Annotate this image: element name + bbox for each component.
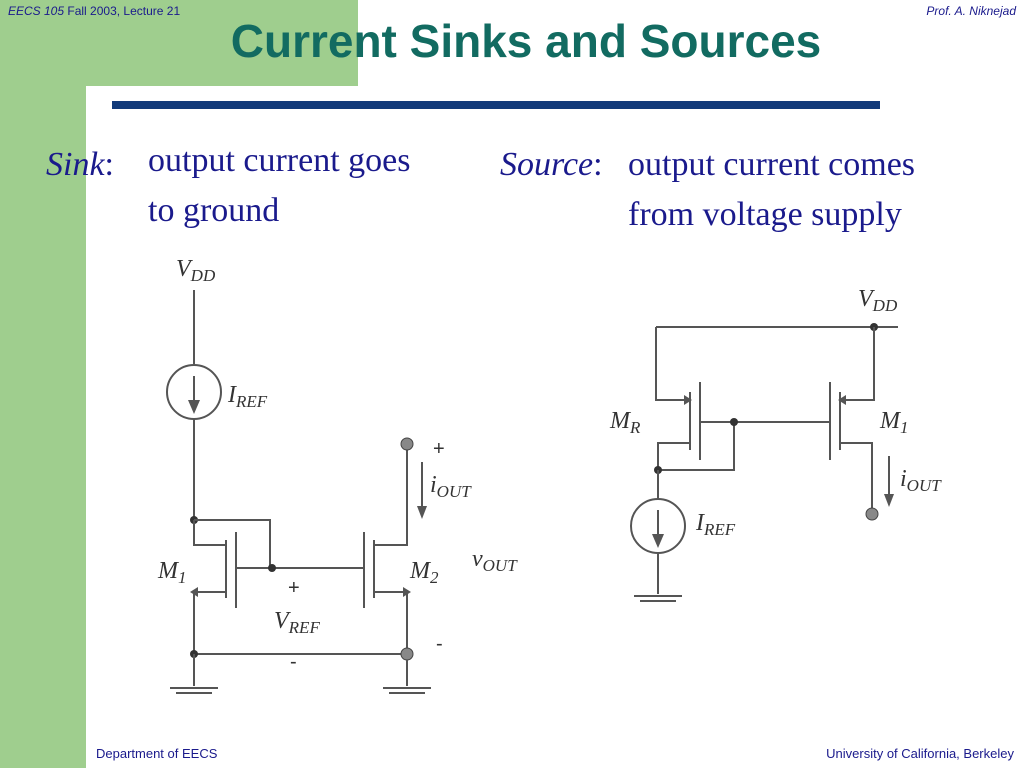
source-iref-label: IREF bbox=[695, 510, 736, 539]
source-line-2: from voltage supply bbox=[628, 196, 902, 233]
sink-minus-bottom: - bbox=[436, 633, 443, 655]
source-m1-drain bbox=[840, 442, 873, 509]
sink-vout-label: vOUT bbox=[472, 546, 518, 575]
sink-m2-arrow bbox=[403, 587, 411, 597]
header-course-info: EECS 105 Fall 2003, Lecture 21 bbox=[8, 4, 180, 18]
left-sidebar-band bbox=[0, 0, 86, 768]
sink-vref-label: VREF bbox=[274, 608, 320, 637]
sink-m2-source bbox=[374, 591, 408, 654]
sink-m1-arrow bbox=[190, 587, 198, 597]
sink-m2-drain bbox=[374, 446, 408, 546]
sink-m1-source bbox=[193, 591, 226, 654]
source-mr-label: MR bbox=[609, 408, 641, 437]
sink-gate-drain-short bbox=[194, 519, 271, 568]
source-iref-arrow-head bbox=[652, 534, 664, 548]
sink-m2-label: M2 bbox=[409, 558, 439, 587]
source-term: Source: bbox=[500, 140, 603, 190]
sink-iref-arrow-head bbox=[188, 400, 200, 414]
source-iout-arrow-head bbox=[884, 494, 894, 507]
sink-vref-plus: + bbox=[288, 577, 300, 599]
source-description: output current comes from voltage supply bbox=[628, 140, 998, 240]
sink-iref-label: IREF bbox=[227, 382, 268, 411]
sink-vdd-label: VDD bbox=[176, 256, 216, 285]
sink-output-terminal bbox=[400, 437, 414, 451]
source-mr-drain bbox=[657, 442, 690, 470]
source-colon: : bbox=[593, 146, 603, 183]
sink-line-1: output current goes bbox=[148, 142, 411, 179]
footer-department: Department of EECS bbox=[96, 746, 218, 761]
header-band bbox=[0, 0, 358, 86]
source-mr-gate-short bbox=[658, 422, 735, 471]
sink-m1-label: M1 bbox=[157, 558, 187, 587]
sink-iout-label: iOUT bbox=[430, 472, 472, 501]
term-lecture: Fall 2003, Lecture 21 bbox=[64, 4, 181, 18]
sink-line-2: to ground bbox=[148, 192, 280, 229]
footer-university: University of California, Berkeley bbox=[826, 746, 1014, 761]
source-mr-source-wire bbox=[655, 327, 690, 401]
header-author: Prof. A. Niknejad bbox=[926, 4, 1016, 18]
slide-title: Current Sinks and Sources bbox=[230, 15, 822, 67]
title-underline bbox=[112, 101, 880, 109]
source-vdd-label: VDD bbox=[858, 286, 898, 315]
sink-vref-minus: - bbox=[290, 651, 297, 673]
sink-gate-node bbox=[268, 564, 276, 572]
sink-iout-arrow-head bbox=[417, 506, 427, 519]
sink-colon: : bbox=[104, 146, 114, 183]
source-term-word: Source bbox=[500, 146, 594, 183]
source-mr-arrow bbox=[684, 395, 692, 405]
sink-term: Sink: bbox=[46, 140, 114, 190]
source-output-terminal bbox=[865, 507, 879, 521]
source-line-1: output current comes bbox=[628, 146, 916, 183]
sink-circuit: VDD IREF bbox=[157, 256, 518, 694]
source-m1-arrow bbox=[838, 395, 846, 405]
sink-ground-terminal bbox=[400, 647, 414, 661]
sink-plus-top: + bbox=[433, 438, 445, 460]
sink-description: output current goes to ground bbox=[148, 136, 468, 236]
sink-term-word: Sink bbox=[46, 146, 105, 183]
sink-m1-drain bbox=[193, 520, 226, 546]
source-iout-label: iOUT bbox=[900, 466, 942, 495]
source-m1-source-wire bbox=[840, 327, 875, 401]
course-name: EECS 105 bbox=[8, 4, 65, 18]
source-m1-label: M1 bbox=[879, 408, 909, 437]
source-circuit: VDD MR bbox=[609, 286, 942, 602]
source-gate-node bbox=[730, 418, 738, 426]
